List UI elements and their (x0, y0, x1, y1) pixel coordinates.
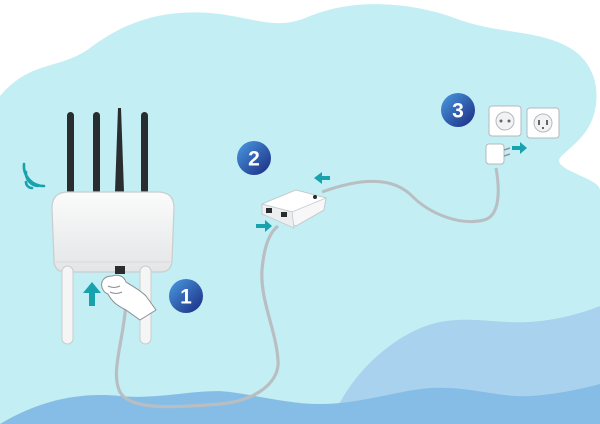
antenna-icon (61, 265, 74, 345)
wifi-signal-icon (22, 162, 46, 190)
antenna-icon (141, 112, 148, 194)
step-number-2: 2 (248, 148, 260, 171)
left-arrow-icon (314, 172, 330, 184)
right-arrow-icon (512, 142, 527, 154)
wall-outlet-icon (488, 105, 522, 137)
cable-device-to-poe (114, 224, 280, 409)
step-number-3: 3 (452, 100, 464, 123)
cable-poe-to-adapter (321, 167, 500, 224)
hand-plug-cable-icon (101, 274, 157, 321)
wall-outlet-icon (526, 107, 560, 139)
step-badge-2: 2 (237, 141, 271, 175)
device-body (51, 191, 175, 273)
antenna-icon (67, 112, 74, 194)
step-badge-1: 1 (169, 279, 203, 313)
power-adapter-icon (485, 143, 511, 165)
up-arrow-icon (83, 282, 101, 306)
step-number-1: 1 (180, 286, 192, 309)
antenna-icon (93, 112, 100, 194)
step-badge-3: 3 (441, 93, 475, 127)
wave-dark (0, 384, 600, 424)
right-arrow-icon (256, 220, 272, 232)
poe-injector-icon (260, 189, 328, 229)
antenna-icon (115, 108, 124, 192)
ethernet-port (115, 266, 125, 274)
